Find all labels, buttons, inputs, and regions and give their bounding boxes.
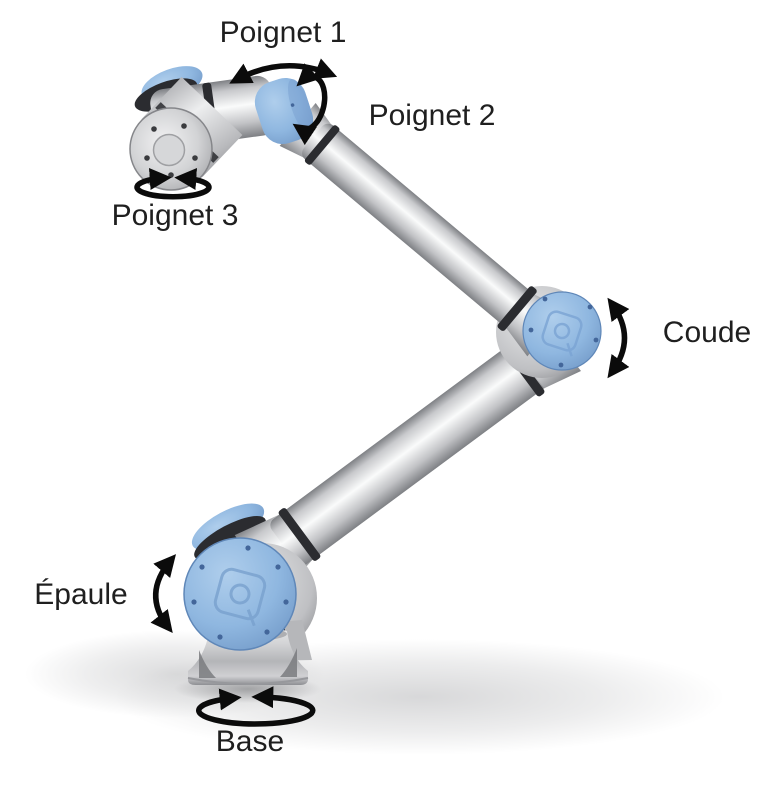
rotation-arrow-coude — [607, 297, 630, 379]
joint-label-coude: Coude — [663, 316, 751, 349]
joint-label-base: Base — [216, 725, 284, 758]
ur-logo-icon — [541, 310, 583, 357]
shoulder-cap — [183, 537, 297, 651]
forearm-ring-wrist — [304, 125, 340, 165]
rotation-arrow-poignet-1 — [229, 58, 338, 84]
rotation-arrow-poignet-2 — [292, 63, 328, 146]
tool-flange — [129, 107, 213, 191]
rotation-arrow-base — [196, 686, 316, 727]
rotation-arrows — [134, 58, 630, 727]
forearm-ring-elbow — [497, 286, 537, 331]
elbow-cap — [522, 291, 602, 371]
robot-arm-illustration — [129, 66, 602, 685]
joint-label-poignet-3: Poignet 3 — [112, 199, 239, 232]
rotation-arrow-epaule — [150, 554, 176, 634]
forearm-tube — [279, 102, 566, 357]
ur-logo-icon — [213, 567, 267, 627]
ground-shadow — [25, 630, 725, 755]
joint-labels: Poignet 1 Poignet 2 Poignet 3 Coude Épau… — [34, 16, 751, 758]
wrist-assembly — [129, 66, 314, 191]
rotation-arrow-poignet-3 — [134, 168, 212, 200]
joint-label-epaule: Épaule — [34, 578, 127, 611]
joint-label-poignet-2: Poignet 2 — [369, 99, 496, 132]
joint-label-poignet-1: Poignet 1 — [220, 16, 347, 49]
upper-arm-ring-shoulder — [278, 508, 321, 561]
